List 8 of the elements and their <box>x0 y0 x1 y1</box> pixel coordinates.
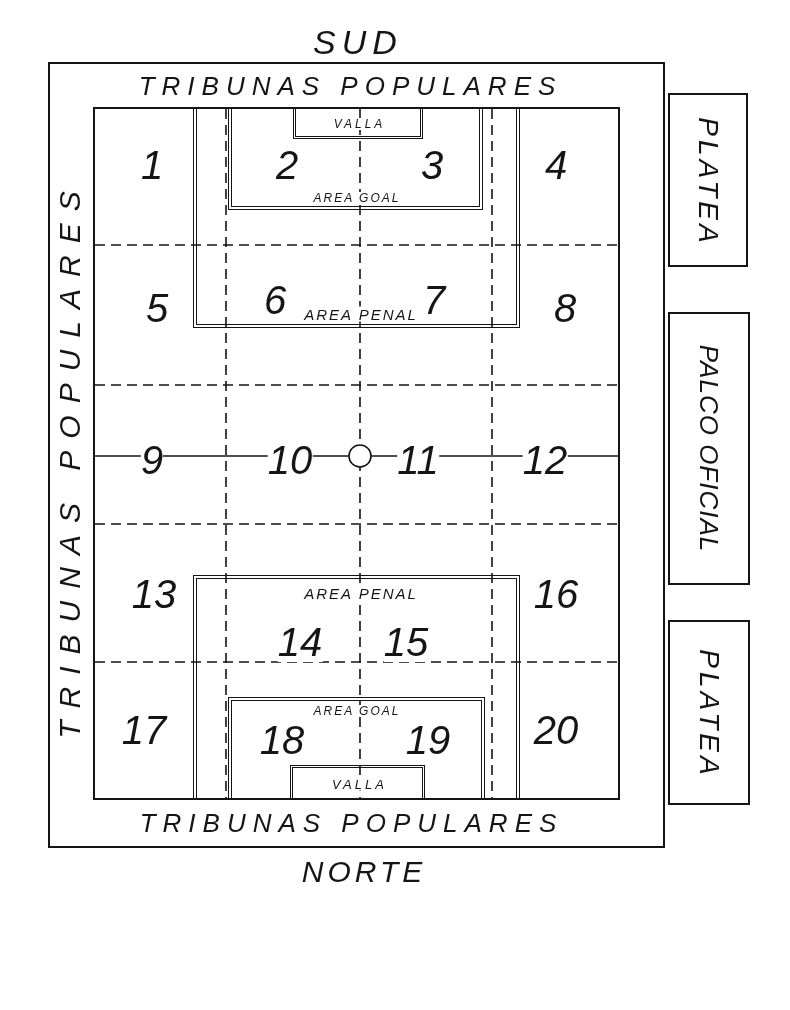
seating-section <box>668 620 750 805</box>
seating-section <box>668 312 750 585</box>
area-label: AREA GOAL <box>311 192 401 204</box>
seating-section <box>668 93 748 267</box>
area-label: AREA GOAL <box>311 705 401 717</box>
goal-box <box>290 765 425 798</box>
area-label: AREA PENAL <box>302 306 418 322</box>
goal-box <box>293 109 423 139</box>
